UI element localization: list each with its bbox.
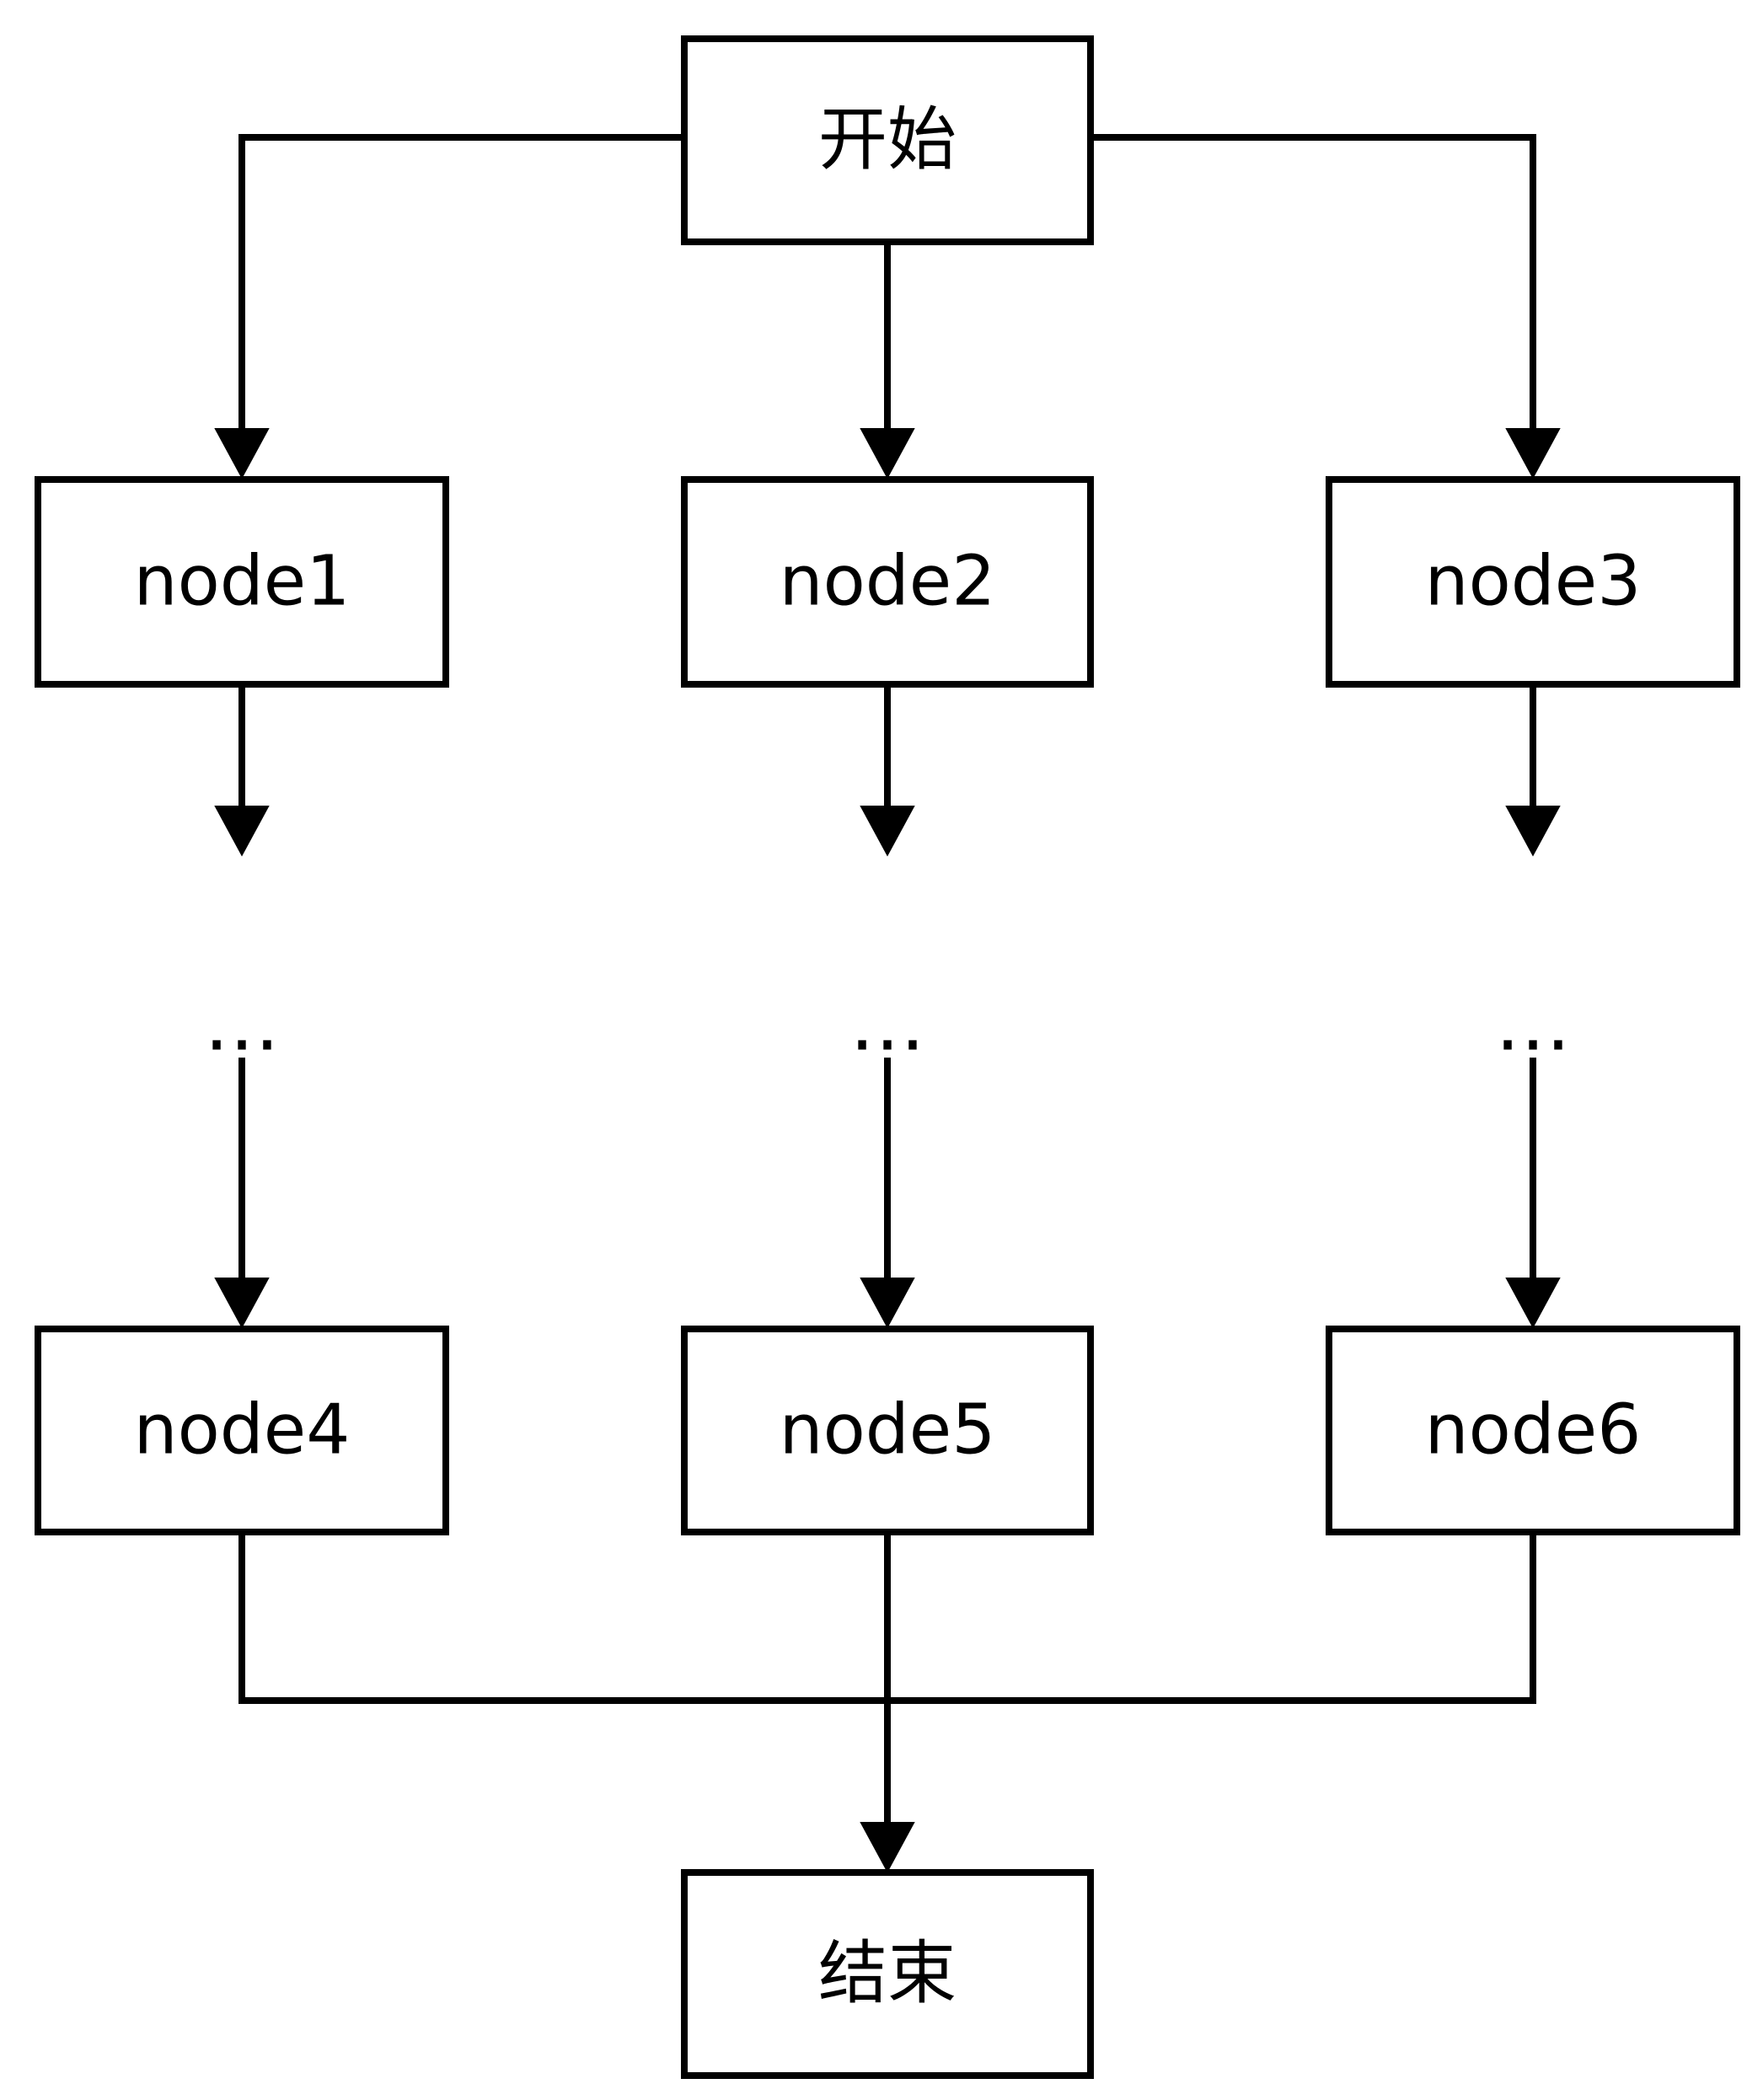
node-node6: node6 xyxy=(1326,1326,1740,1535)
arrowhead-node1-continue xyxy=(214,806,270,857)
node-node5-label: node5 xyxy=(780,1390,996,1471)
node-node3: node3 xyxy=(1326,476,1740,688)
node-node4-label: node4 xyxy=(134,1390,351,1471)
arrowhead-node2-continue xyxy=(860,806,915,857)
node-node4: node4 xyxy=(35,1326,449,1535)
ellipsis-middle: … xyxy=(849,980,925,1069)
arrowhead-node6 xyxy=(1505,1278,1561,1329)
arrowhead-node2 xyxy=(860,428,915,479)
node-node1-label: node1 xyxy=(134,542,351,622)
node-node6-label: node6 xyxy=(1425,1390,1642,1471)
arrowhead-node5 xyxy=(860,1278,915,1329)
node-end-label: 结束 xyxy=(818,1934,957,2014)
ellipsis-right: … xyxy=(1495,980,1571,1069)
node-node2-label: node2 xyxy=(780,542,996,622)
node-start-label: 开始 xyxy=(818,100,957,180)
arrowhead-node3 xyxy=(1505,428,1561,479)
arrowhead-node3-continue xyxy=(1505,806,1561,857)
node-start: 开始 xyxy=(681,35,1094,245)
edge-start-node1 xyxy=(238,134,684,438)
node-node1: node1 xyxy=(35,476,449,688)
node-node2: node2 xyxy=(681,476,1094,688)
edge-start-node3 xyxy=(1090,134,1536,438)
arrowhead-node4 xyxy=(214,1278,270,1329)
node-end: 结束 xyxy=(681,1869,1094,2079)
arrowhead-node1 xyxy=(214,428,270,479)
ellipsis-left: … xyxy=(204,980,280,1069)
node-node3-label: node3 xyxy=(1425,542,1642,622)
node-node5: node5 xyxy=(681,1326,1094,1535)
arrowhead-end xyxy=(860,1822,915,1873)
